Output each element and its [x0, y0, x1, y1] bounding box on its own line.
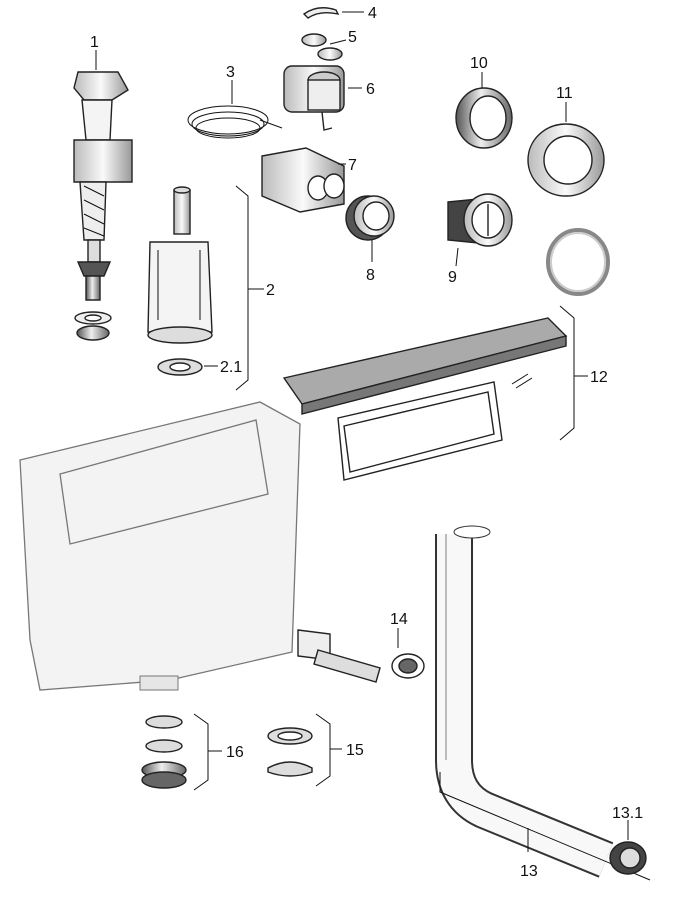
callout-3: 3	[226, 64, 235, 81]
callout-8: 8	[366, 267, 375, 284]
callout-10: 10	[470, 55, 488, 72]
callout-15: 15	[346, 742, 364, 759]
pipe-bracket	[297, 629, 425, 683]
connection-set	[141, 715, 187, 789]
actuator-mechanism	[283, 65, 345, 131]
screws	[511, 373, 533, 389]
bezel-ring	[455, 87, 513, 149]
flush-valve	[147, 186, 213, 344]
pipe-seal	[609, 841, 647, 875]
cover-ring	[527, 123, 605, 197]
callout-6: 6	[366, 81, 375, 98]
callout-9: 9	[448, 269, 457, 286]
mounting-frame	[337, 381, 503, 481]
flush-pipe	[435, 525, 614, 878]
extension-sleeve	[345, 195, 395, 241]
bowden-cable	[187, 105, 283, 139]
callout-12: 12	[590, 369, 608, 386]
seal-ring	[546, 228, 610, 296]
mounting-plate	[282, 317, 568, 415]
callout-11: 11	[556, 85, 573, 102]
callout-2-1: 2.1	[220, 359, 242, 376]
fill-valve	[73, 71, 133, 341]
clamp-rings	[267, 727, 313, 777]
callout-5: 5	[348, 29, 357, 46]
callout-14: 14	[390, 611, 408, 628]
callout-2: 2	[266, 282, 275, 299]
callout-4: 4	[368, 5, 377, 22]
callout-13-1: 13.1	[612, 805, 643, 822]
clip	[302, 7, 340, 19]
round-push-button	[447, 193, 513, 247]
dual-flush-button	[261, 147, 345, 213]
callout-16: 16	[226, 744, 244, 761]
cistern-tank	[19, 401, 301, 691]
adapter	[301, 33, 343, 61]
flush-valve-seal	[157, 358, 203, 376]
callout-7: 7	[348, 157, 357, 174]
callout-1: 1	[90, 34, 99, 51]
callout-13: 13	[520, 863, 538, 880]
